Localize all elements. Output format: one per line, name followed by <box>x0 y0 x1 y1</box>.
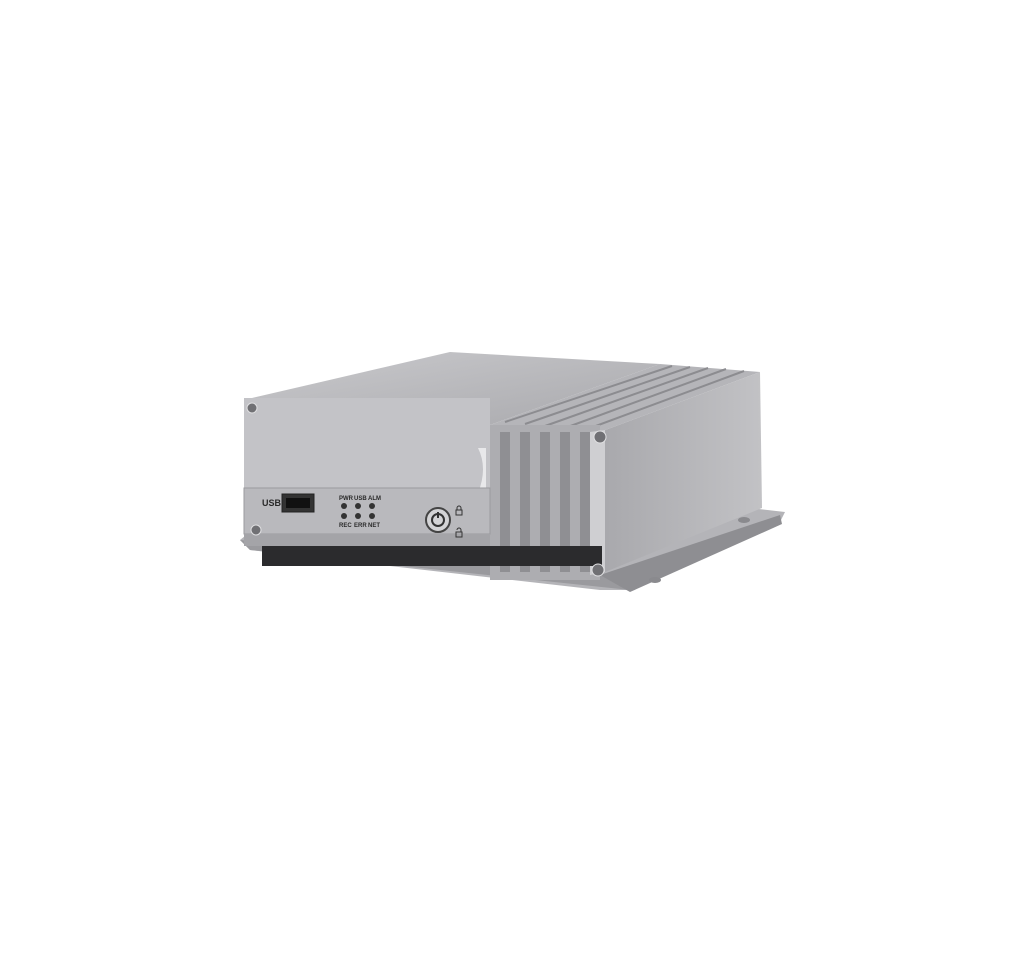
screw-icon <box>246 402 607 577</box>
led-label-pwr: PWR <box>339 496 354 502</box>
led-alm <box>369 503 375 509</box>
led-label-rec: REC <box>339 523 352 529</box>
led-err <box>355 513 361 519</box>
led-net <box>369 513 375 519</box>
led-pwr <box>341 503 347 509</box>
led-usb <box>355 503 361 509</box>
status-leds: PWR USB ALM REC ERR NET <box>339 496 381 529</box>
lock-icon <box>455 505 463 538</box>
led-label-alm: ALM <box>368 496 381 502</box>
led-label-err: ERR <box>354 523 367 529</box>
led-rec <box>341 513 347 519</box>
usb-label: USB <box>262 498 282 508</box>
led-label-net: NET <box>368 523 380 529</box>
key-lock[interactable] <box>425 507 451 533</box>
side-panel <box>600 372 762 572</box>
led-label-usb: USB <box>354 496 367 502</box>
